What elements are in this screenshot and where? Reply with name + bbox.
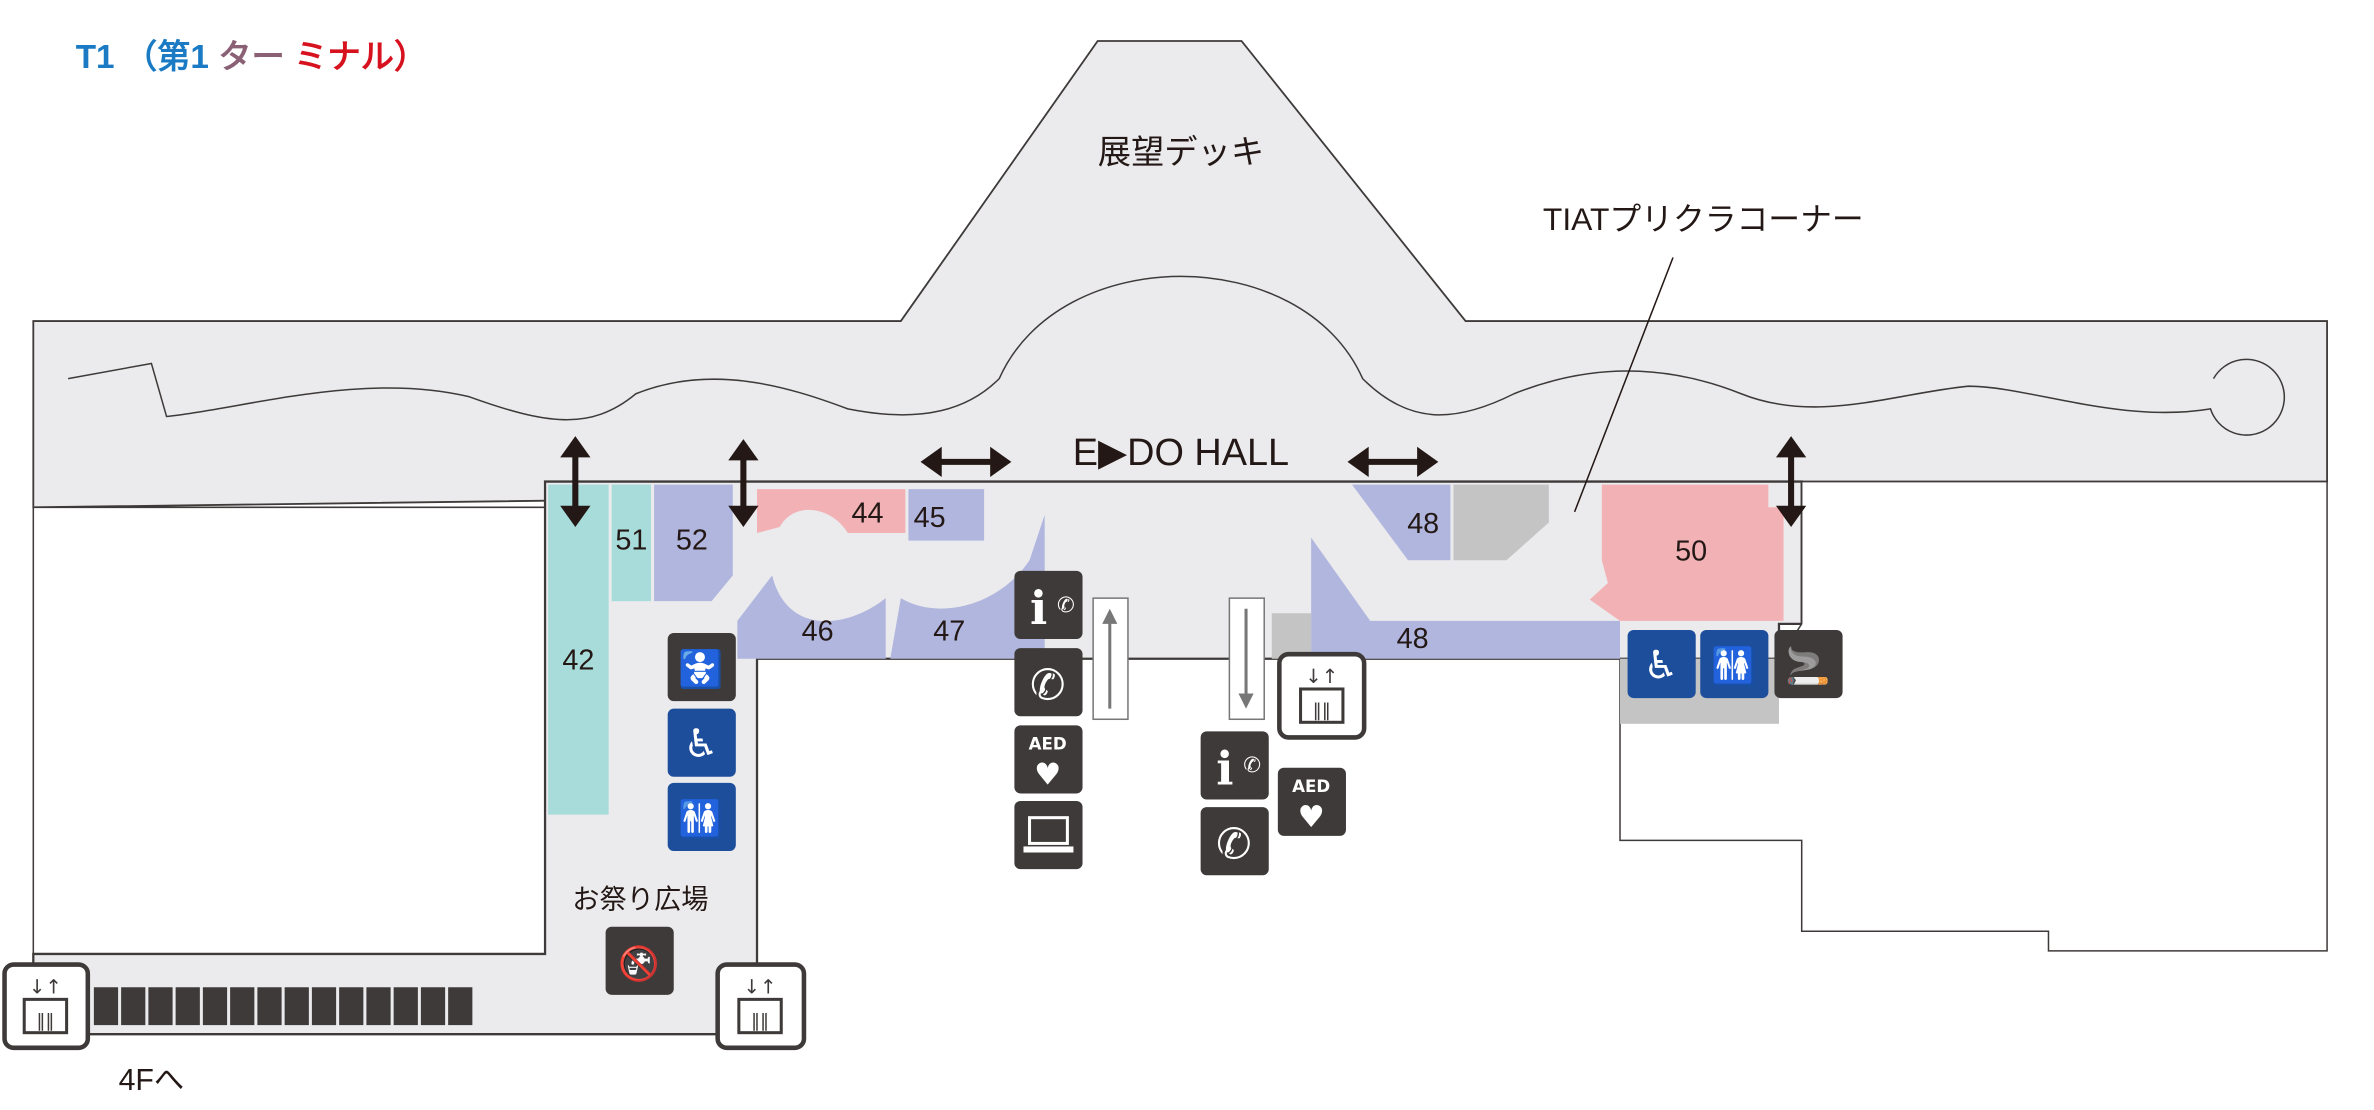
no-drinking-icon[interactable]: 🚱 (605, 926, 674, 995)
left-wing (32, 506, 546, 955)
tiat-label: TIATプリクラコーナー (1543, 201, 1864, 237)
lockers (93, 987, 473, 1026)
svg-text:↓↑: ↓↑ (29, 975, 62, 998)
svg-text:🚱: 🚱 (618, 944, 659, 983)
svg-text:‖‖: ‖‖ (1313, 700, 1331, 721)
shop-42[interactable] (548, 484, 609, 815)
wheelchair-restroom-icon[interactable]: ♿ (667, 708, 736, 777)
svg-text:✆: ✆ (1030, 661, 1066, 710)
shop-51[interactable] (611, 484, 652, 602)
title-prefix: T1 (76, 39, 115, 76)
shop-47[interactable] (890, 514, 1045, 659)
service-area (1453, 484, 1549, 561)
svg-text:🚻: 🚻 (1711, 644, 1756, 687)
title-mid: ター (218, 39, 285, 76)
service-area-2 (1271, 613, 1312, 659)
svg-text:AED: AED (1029, 735, 1067, 754)
smoking-area-icon[interactable]: 🚬 (1774, 629, 1843, 699)
map-title: T1 （第1 ター ミナル） (76, 39, 428, 76)
svg-text:🚼: 🚼 (678, 647, 723, 690)
shop-50[interactable] (1589, 484, 1784, 621)
internet-pc-icon[interactable] (1014, 801, 1083, 870)
festival-plaza-label: お祭り広場 (572, 884, 708, 915)
deck-label: 展望デッキ (1098, 135, 1264, 172)
svg-text:↓↑: ↓↑ (744, 975, 777, 998)
shop-48-lower-number: 48 (1397, 623, 1429, 655)
information-icon[interactable]: i✆ (1014, 570, 1083, 640)
svg-text:🚬: 🚬 (1785, 644, 1830, 687)
svg-text:‖‖: ‖‖ (751, 1011, 769, 1032)
escalator-up-icon[interactable] (1092, 597, 1129, 721)
shop-51-number: 51 (615, 525, 647, 557)
svg-text:♿: ♿ (683, 721, 718, 767)
title-end: ミナル） (294, 39, 427, 76)
shop-45-number: 45 (914, 502, 946, 534)
svg-text:♿: ♿ (1643, 642, 1678, 688)
shop-42-number: 42 (562, 644, 594, 676)
shop-52[interactable] (654, 484, 733, 602)
svg-text:♥: ♥ (1298, 800, 1325, 835)
svg-text:‖‖: ‖‖ (36, 1011, 54, 1032)
shop-48-lower[interactable] (1311, 537, 1621, 659)
telephone-icon[interactable]: ✆ (1014, 648, 1083, 717)
escalator-down-icon[interactable] (1228, 597, 1265, 721)
svg-text:✆: ✆ (1243, 752, 1261, 777)
svg-text:♥: ♥ (1034, 757, 1061, 792)
deck-railing (67, 275, 2286, 436)
shop-52-number: 52 (676, 525, 708, 557)
restroom-icon[interactable]: 🚻 (1700, 629, 1769, 699)
aed-icon[interactable]: AED ♥ (1014, 725, 1083, 794)
information-icon[interactable]: i✆ (1200, 731, 1269, 800)
shop-45[interactable] (908, 489, 985, 541)
shop-50-number: 50 (1675, 535, 1707, 567)
svg-text:i: i (1030, 581, 1047, 635)
svg-text:↓↑: ↓↑ (1305, 665, 1338, 688)
restroom-icon[interactable]: 🚻 (667, 782, 736, 851)
wheelchair-restroom-icon[interactable]: ♿ (1627, 629, 1696, 699)
title-open: （第1 (124, 39, 209, 76)
elevator-icon[interactable]: ↓↑ ‖‖ (2, 962, 91, 1051)
shop-44-number: 44 (852, 497, 884, 529)
svg-text:i: i (1216, 741, 1233, 795)
to-4f-label: 4Fへ (119, 1064, 185, 1097)
shop-46[interactable] (737, 575, 886, 659)
svg-text:✆: ✆ (1216, 820, 1252, 869)
elevator-icon[interactable]: ↓↑ ‖‖ (715, 962, 807, 1051)
shop-48-upper[interactable] (1352, 484, 1451, 561)
shop-48-upper-number: 48 (1407, 508, 1439, 540)
elevator-icon[interactable]: ↓↑ ‖‖ (1277, 651, 1367, 740)
tiat-leader-line (1573, 257, 1674, 513)
shop-44[interactable] (757, 489, 906, 534)
edo-hall-label: E▶DO HALL (1073, 432, 1289, 474)
baby-care-icon[interactable]: 🚼 (667, 632, 736, 702)
svg-text:✆: ✆ (1057, 592, 1075, 617)
telephone-icon[interactable]: ✆ (1200, 807, 1269, 876)
passage-arrows (560, 436, 1807, 527)
svg-text:AED: AED (1292, 777, 1330, 796)
shop-46-number: 46 (802, 616, 834, 648)
aed-icon[interactable]: AED ♥ (1277, 767, 1346, 836)
shop-47-number: 47 (933, 616, 965, 648)
svg-text:🚻: 🚻 (678, 797, 723, 840)
